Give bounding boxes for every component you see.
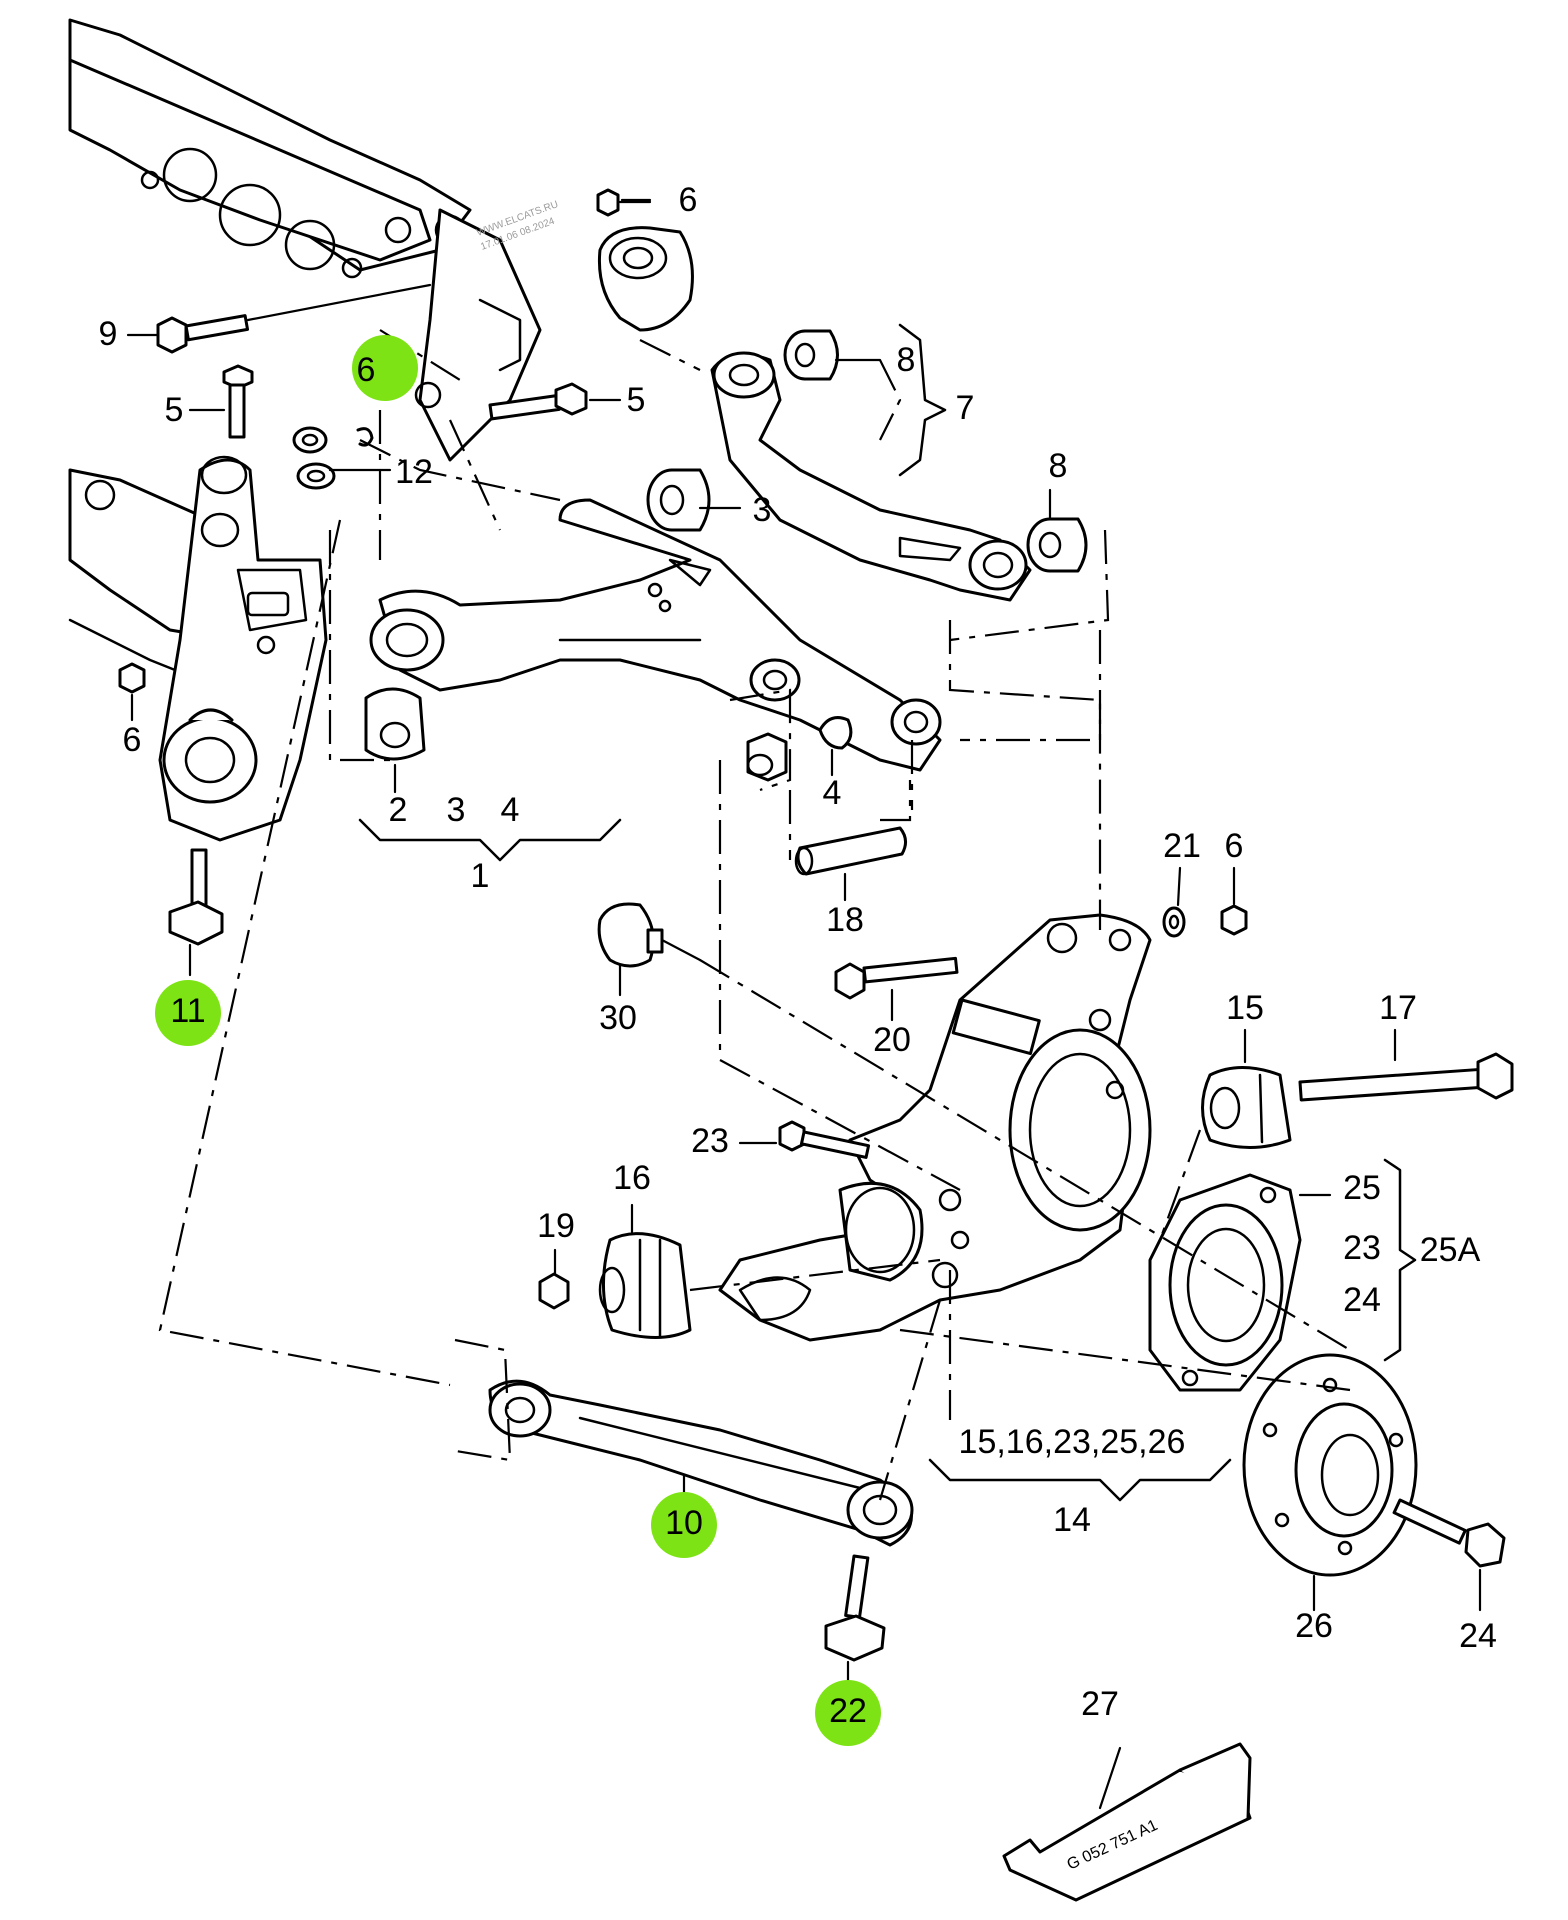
- highlight-badge-11: [155, 980, 221, 1046]
- label-part-3-right: 3: [753, 491, 772, 529]
- bolt-9: [156, 283, 432, 354]
- leader-lines: [126, 200, 1482, 1810]
- cap-4: [818, 716, 853, 750]
- bushing-2: [364, 687, 426, 761]
- label-part-3: 3: [447, 791, 466, 829]
- bushing-4: [746, 732, 788, 782]
- label-part-14-list: 15,16,23,25,26: [959, 1423, 1186, 1461]
- label-part-5-mid: 5: [627, 381, 646, 419]
- bolt-20: [834, 956, 959, 1000]
- brace-group-1: [358, 818, 622, 862]
- label-part-17: 17: [1379, 989, 1417, 1027]
- label-part-20: 20: [873, 1021, 911, 1059]
- brace-group-7: [898, 323, 947, 477]
- bushing-15: [1201, 1066, 1292, 1149]
- label-part-23-group: 23: [1343, 1229, 1381, 1267]
- highlight-badge-6: [352, 335, 418, 401]
- trailing-arm-bracket: [158, 455, 328, 842]
- label-part-15: 15: [1226, 989, 1264, 1027]
- lower-control-arm-1: [369, 498, 942, 772]
- label-part-4-right: 4: [823, 774, 842, 812]
- label-part-5-left: 5: [165, 391, 184, 429]
- label-part-18: 18: [826, 901, 864, 939]
- washers-12: [292, 426, 374, 490]
- label-part-23-left: 23: [691, 1122, 729, 1160]
- label-part-22: 22: [829, 1692, 867, 1730]
- nut-6-right: [1220, 904, 1248, 936]
- label-part-6-right: 6: [1225, 827, 1244, 865]
- label-part-11: 11: [170, 992, 205, 1030]
- label-part-10: 10: [665, 1504, 703, 1542]
- bolt-5-mid: [488, 382, 588, 421]
- label-part-12: 12: [395, 453, 433, 491]
- label-part-6-highlight: 6: [357, 351, 376, 389]
- label-part-6-top: 6: [679, 181, 698, 219]
- nut-19: [538, 1272, 570, 1310]
- label-part-30: 30: [599, 999, 637, 1037]
- bushing-8-right: [1026, 517, 1088, 573]
- bushing-3: [646, 468, 711, 532]
- label-part-25a: 25A: [1420, 1231, 1481, 1269]
- upper-control-arm-7: [710, 351, 1032, 602]
- label-part-14: 14: [1053, 1501, 1091, 1539]
- label-part-21: 21: [1163, 827, 1201, 865]
- label-part-9: 9: [99, 315, 118, 353]
- bolt-11: [168, 848, 224, 946]
- bolt-23-left: [778, 1120, 871, 1159]
- nut-6-left: [118, 662, 146, 694]
- label-part-19: 19: [537, 1207, 575, 1245]
- bolt-22: [824, 1554, 886, 1662]
- wheel-hub-26: [1242, 1353, 1418, 1577]
- hub-bolt-24: [1392, 1498, 1506, 1568]
- bracket-boxes: [449, 529, 1110, 1462]
- nut-6-top: [596, 188, 652, 217]
- label-part-26: 26: [1295, 1607, 1333, 1645]
- label-part-24-group: 24: [1343, 1281, 1381, 1319]
- label-part-4-left: 4: [501, 791, 520, 829]
- label-part-7: 7: [956, 389, 975, 427]
- label-part-8-top: 8: [897, 341, 916, 379]
- highlight-badge-10: [651, 1492, 717, 1558]
- washer-21: [1162, 906, 1186, 938]
- sleeve-18: [794, 826, 907, 876]
- wheel-bearing-housing-14: [718, 913, 1152, 1342]
- bushing-8-top: [783, 329, 839, 381]
- brace-group-25a: [1383, 1158, 1417, 1362]
- label-part-6-left: 6: [123, 721, 142, 759]
- bushing-30: [597, 902, 702, 968]
- assembly-dashed-lines: [158, 329, 1351, 1501]
- bolt-17: [1298, 1052, 1514, 1102]
- label-part-2: 2: [389, 791, 408, 829]
- grease-tube-27: G 052 751 A1: [1002, 1742, 1252, 1902]
- transverse-link-10: [488, 1379, 914, 1547]
- bushing-16: [598, 1232, 692, 1339]
- subframe-mount-bushing: [597, 226, 694, 332]
- bolt-5-left: [222, 364, 254, 439]
- label-part-27: 27: [1081, 1685, 1119, 1723]
- label-part-16: 16: [613, 1159, 651, 1197]
- brace-group-14: [928, 1458, 1232, 1502]
- label-part-25: 25: [1343, 1169, 1381, 1207]
- label-part-24: 24: [1459, 1617, 1497, 1655]
- label-part-8-right: 8: [1049, 447, 1068, 485]
- wheel-bearing-25: [1148, 1173, 1302, 1392]
- rear-subframe: [68, 18, 542, 682]
- highlight-badge-22: [815, 1680, 881, 1746]
- label-part-1: 1: [471, 857, 490, 895]
